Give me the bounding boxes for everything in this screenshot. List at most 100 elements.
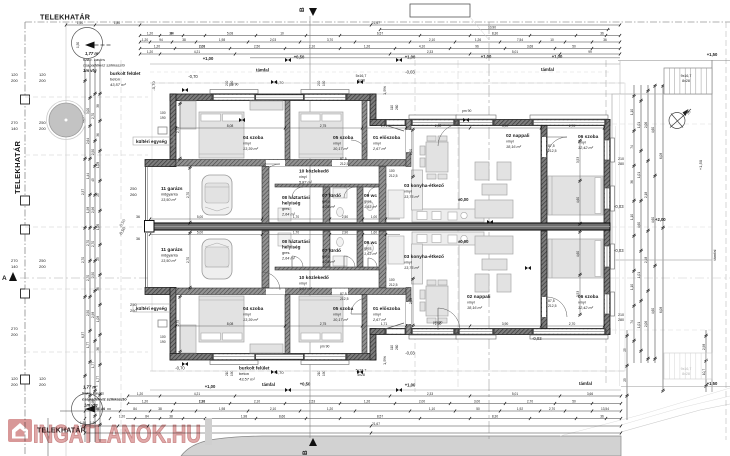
svg-text:13,39 m²: 13,39 m² — [243, 147, 259, 151]
svg-text:vinyl: vinyl — [299, 282, 307, 286]
svg-text:+1,00: +1,00 — [552, 54, 563, 59]
svg-text:270: 270 — [11, 258, 18, 263]
svg-text:pm 90: pm 90 — [229, 83, 239, 87]
svg-text:74: 74 — [630, 145, 634, 149]
svg-text:helyiség: helyiség — [282, 201, 301, 206]
svg-text:2,10: 2,10 — [309, 44, 315, 48]
svg-text:36: 36 — [96, 287, 100, 291]
svg-text:140: 140 — [11, 126, 18, 131]
svg-text:280: 280 — [618, 318, 624, 322]
svg-text:1,77: 1,77 — [91, 362, 95, 368]
svg-text:2,75: 2,75 — [320, 124, 327, 128]
svg-text:+0,50: +0,50 — [294, 55, 305, 60]
svg-text:260: 260 — [130, 308, 137, 313]
svg-text:212,5: 212,5 — [548, 149, 557, 153]
svg-text:4,60: 4,60 — [651, 217, 655, 223]
svg-text:+1,50: +1,50 — [707, 52, 718, 57]
svg-text:2,03: 2,03 — [270, 38, 276, 42]
svg-text:2,20: 2,20 — [409, 298, 413, 304]
svg-text:-0,70: -0,70 — [274, 80, 284, 85]
svg-text:1,63 m²: 1,63 m² — [364, 252, 378, 256]
svg-text:250: 250 — [39, 258, 46, 263]
svg-text:támfal: támfal — [262, 382, 275, 387]
svg-text:25: 25 — [96, 257, 100, 261]
svg-text:vinyl: vinyl — [299, 175, 307, 179]
svg-text:2,50: 2,50 — [86, 310, 90, 316]
svg-text:1,20: 1,20 — [147, 31, 153, 35]
svg-text:03 konyha-étkező: 03 konyha-étkező — [404, 183, 444, 189]
svg-text:2,70: 2,70 — [186, 192, 190, 198]
svg-text:210: 210 — [618, 313, 624, 317]
svg-text:36: 36 — [630, 180, 634, 184]
svg-text:támfal: támfal — [256, 68, 269, 73]
svg-text:gres.: gres. — [364, 200, 372, 204]
svg-text:1,71: 1,71 — [381, 322, 388, 326]
svg-text:2,70: 2,70 — [81, 257, 85, 263]
svg-text:9x16,7: 9x16,7 — [681, 367, 692, 371]
svg-text:±0,00: ±0,00 — [458, 239, 469, 244]
svg-text:36: 36 — [96, 347, 100, 351]
svg-text:1,08: 1,08 — [96, 316, 100, 322]
svg-text:+1,50: +1,50 — [698, 159, 703, 170]
svg-text:5,00: 5,00 — [197, 215, 203, 219]
svg-text:3,53: 3,53 — [576, 157, 580, 163]
svg-text:13,50 m²: 13,50 m² — [161, 198, 177, 202]
svg-text:2,70: 2,70 — [91, 241, 95, 247]
svg-text:100: 100 — [389, 278, 395, 282]
svg-text:4,60: 4,60 — [576, 251, 580, 257]
svg-text:4,25 m²: 4,25 m² — [322, 260, 336, 264]
svg-text:+1,00: +1,00 — [405, 383, 416, 388]
svg-text:270: 270 — [11, 326, 18, 331]
svg-text:1,01: 1,01 — [637, 322, 641, 328]
svg-text:11 garázs: 11 garázs — [161, 247, 183, 253]
svg-text:87,5: 87,5 — [340, 157, 347, 161]
svg-text:13,39 m²: 13,39 m² — [243, 318, 259, 322]
svg-text:110: 110 — [390, 105, 394, 110]
svg-text:2,50: 2,50 — [342, 215, 348, 219]
svg-text:6,57: 6,57 — [377, 31, 383, 35]
svg-text:38: 38 — [96, 104, 100, 108]
svg-text:2,70: 2,70 — [527, 399, 533, 403]
svg-text:50: 50 — [572, 399, 576, 403]
svg-text:1,20: 1,20 — [327, 407, 333, 411]
svg-text:+1,00: +1,00 — [481, 54, 492, 59]
svg-text:5,87 m²: 5,87 m² — [299, 287, 313, 291]
svg-text:±0,00: ±0,00 — [458, 197, 469, 202]
svg-text:250: 250 — [130, 302, 137, 307]
svg-text:3,90: 3,90 — [502, 124, 509, 128]
svg-text:36: 36 — [96, 133, 100, 137]
svg-text:09 wc: 09 wc — [364, 193, 377, 199]
svg-text:46: 46 — [91, 400, 95, 404]
svg-text:-0,50: -0,50 — [118, 225, 127, 236]
svg-text:-0,70: -0,70 — [188, 74, 198, 79]
svg-text:2,70: 2,70 — [569, 322, 576, 326]
svg-text:200: 200 — [11, 382, 18, 387]
svg-text:6,37: 6,37 — [81, 332, 85, 338]
svg-text:260: 260 — [130, 192, 137, 197]
svg-text:4,60: 4,60 — [576, 197, 580, 203]
svg-text:212,5: 212,5 — [548, 304, 557, 308]
svg-text:8,30: 8,30 — [492, 414, 498, 418]
svg-text:87,5: 87,5 — [548, 299, 555, 303]
svg-text:1,20: 1,20 — [142, 38, 148, 42]
svg-text:1,50: 1,50 — [76, 42, 80, 48]
svg-text:3,00: 3,00 — [86, 108, 90, 114]
svg-text:2,03: 2,03 — [199, 44, 205, 48]
svg-text:1,10: 1,10 — [630, 214, 634, 220]
svg-text:190: 190 — [322, 370, 326, 376]
svg-text:96: 96 — [475, 44, 479, 48]
svg-text:gres.: gres. — [282, 251, 290, 255]
svg-text:212,5: 212,5 — [340, 162, 349, 166]
svg-text:gres.: gres. — [282, 207, 290, 211]
svg-text:270: 270 — [11, 120, 18, 125]
svg-text:120: 120 — [39, 376, 46, 381]
svg-text:1,77: 1,77 — [96, 376, 100, 382]
svg-text:1,20: 1,20 — [119, 414, 125, 418]
svg-text:200: 200 — [11, 78, 18, 83]
svg-text:212,5: 212,5 — [389, 174, 398, 178]
svg-text:-0,70: -0,70 — [274, 370, 284, 375]
svg-text:2,64: 2,64 — [86, 138, 90, 144]
svg-text:50: 50 — [476, 407, 480, 411]
svg-text:38: 38 — [169, 414, 173, 418]
svg-text:36: 36 — [603, 38, 607, 42]
